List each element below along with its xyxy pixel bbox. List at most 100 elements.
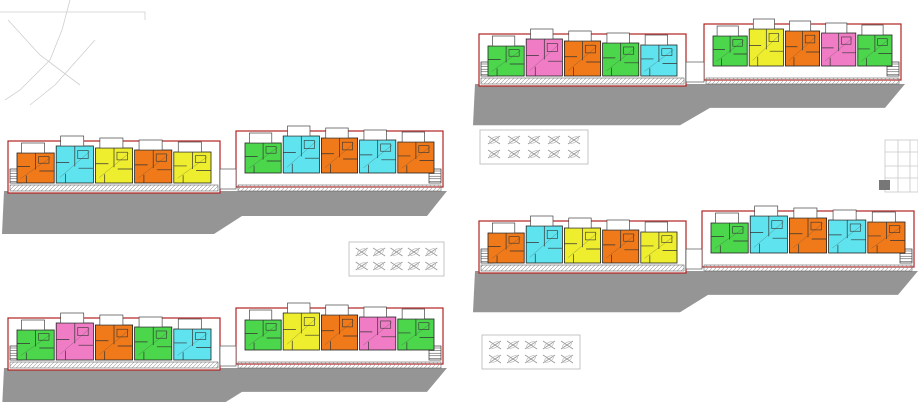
parked-car-icon xyxy=(487,135,501,145)
parked-car-icon xyxy=(407,247,421,257)
unit-pink xyxy=(359,306,397,351)
parked-car-icon xyxy=(567,149,581,159)
parked-car-icon xyxy=(355,261,368,271)
corridor-right xyxy=(237,184,442,192)
unit-orange xyxy=(487,222,525,264)
building-shadow xyxy=(2,368,447,402)
parked-car-icon xyxy=(506,354,520,364)
parked-car-icon xyxy=(488,354,502,364)
unit-yellow xyxy=(748,18,784,67)
parked-car-icon xyxy=(547,149,561,159)
unit-cyan xyxy=(55,135,94,184)
connector-walkway xyxy=(685,248,703,270)
unit-orange xyxy=(785,20,821,67)
parked-car-icon xyxy=(407,261,421,271)
building-shadow xyxy=(2,191,447,234)
connector-walkway xyxy=(219,345,237,367)
parked-car-icon xyxy=(524,354,538,364)
parked-car-icon xyxy=(567,135,581,145)
unit-yellow xyxy=(640,221,678,264)
block-top-right xyxy=(473,18,905,126)
parked-car-icon xyxy=(547,135,561,145)
parking-top xyxy=(479,129,589,165)
parked-car-icon xyxy=(390,261,403,271)
unit-orange xyxy=(134,139,173,184)
parked-car-icon xyxy=(542,354,556,364)
adjacent-building-outline xyxy=(879,139,918,193)
corridor-right xyxy=(703,264,913,272)
parked-car-icon xyxy=(527,149,541,159)
unit-green xyxy=(16,319,55,361)
unit-pink xyxy=(55,312,94,361)
unit-green xyxy=(134,316,173,361)
unit-green xyxy=(712,25,748,67)
unit-yellow xyxy=(173,141,212,184)
unit-pink xyxy=(525,28,563,77)
block-middle-right xyxy=(473,205,918,313)
wing-left xyxy=(16,312,212,361)
unit-green xyxy=(397,308,435,351)
parked-car-icon xyxy=(560,340,574,350)
unit-orange xyxy=(95,314,134,361)
parked-car-icon xyxy=(425,261,438,271)
unit-orange xyxy=(397,131,435,174)
site-context-lines xyxy=(0,0,146,106)
parked-car-icon xyxy=(507,149,521,159)
unit-cyan xyxy=(640,34,678,77)
building-shadow xyxy=(473,84,905,126)
connector-walkway xyxy=(219,168,237,190)
unit-yellow xyxy=(282,302,320,351)
block-middle-left xyxy=(2,125,447,234)
wing-right xyxy=(244,302,435,351)
unit-orange xyxy=(320,304,358,351)
unit-green xyxy=(244,309,282,351)
wing-right xyxy=(712,18,893,67)
block-bottom-left xyxy=(2,302,447,402)
corridor-left xyxy=(9,184,219,192)
corridor-left xyxy=(9,361,219,369)
unit-cyan xyxy=(282,125,320,174)
corridor-right xyxy=(237,361,442,369)
unit-green xyxy=(487,35,525,77)
unit-orange xyxy=(602,219,640,264)
parked-car-icon xyxy=(372,261,386,271)
unit-orange xyxy=(16,142,55,184)
connector-walkway xyxy=(685,61,705,83)
unit-cyan xyxy=(173,318,212,361)
parked-car-icon xyxy=(355,247,368,257)
unit-cyan xyxy=(828,209,867,254)
parked-car-icon xyxy=(506,340,520,350)
parked-car-icon xyxy=(390,247,403,257)
unit-green xyxy=(602,32,640,77)
wing-left xyxy=(16,135,212,184)
parked-car-icon xyxy=(488,340,502,350)
unit-cyan xyxy=(359,129,397,174)
unit-orange xyxy=(867,211,906,254)
corridor-left xyxy=(480,77,685,85)
unit-orange xyxy=(564,30,602,77)
parked-car-icon xyxy=(487,149,501,159)
parked-car-icon xyxy=(527,135,541,145)
parking-middle xyxy=(348,241,445,277)
wing-left xyxy=(487,28,678,77)
parked-car-icon xyxy=(524,340,538,350)
corridor-right xyxy=(705,77,900,85)
unit-green xyxy=(857,24,893,67)
building-shadow xyxy=(473,271,918,313)
unit-yellow xyxy=(564,217,602,264)
unit-yellow xyxy=(95,137,134,184)
unit-pink xyxy=(821,22,857,67)
unit-cyan xyxy=(525,215,563,264)
parked-car-icon xyxy=(507,135,521,145)
unit-green xyxy=(710,212,749,254)
wing-right xyxy=(244,125,435,174)
wing-left xyxy=(487,215,678,264)
unit-orange xyxy=(320,127,358,174)
unit-orange xyxy=(789,207,828,254)
corridor-left xyxy=(480,264,685,272)
parked-car-icon xyxy=(425,247,438,257)
unit-green xyxy=(244,132,282,174)
parked-car-icon xyxy=(372,247,386,257)
parking-bottom xyxy=(481,334,581,370)
